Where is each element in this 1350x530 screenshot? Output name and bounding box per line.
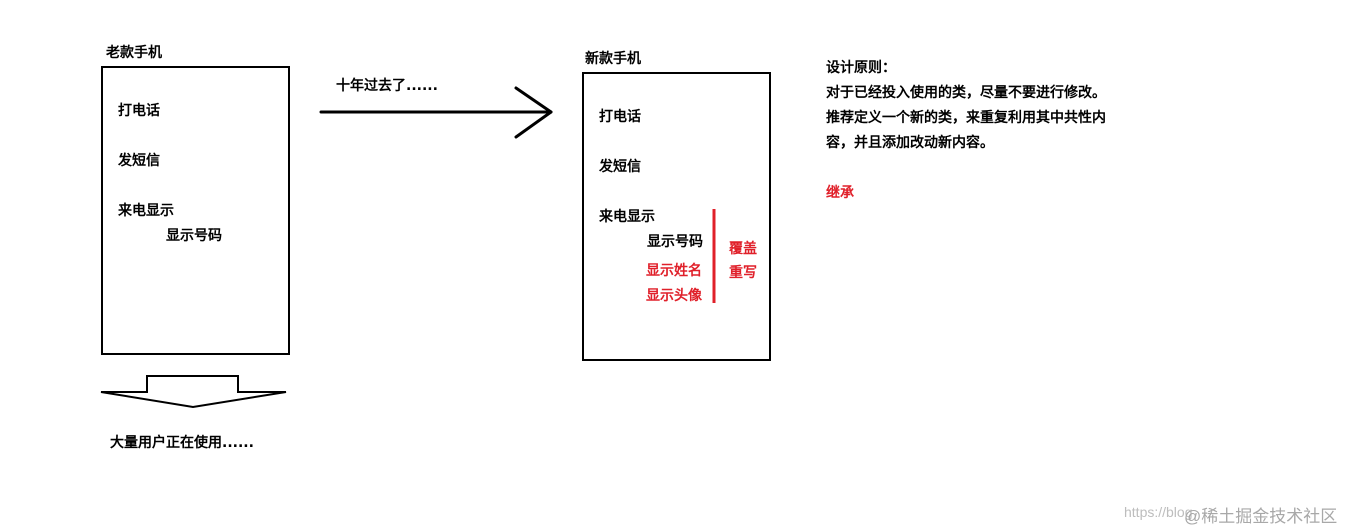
old-phone-feature-call: 打电话: [118, 103, 160, 119]
design-principle-line-3: 容，并且添加改动新内容。: [826, 135, 994, 151]
inheritance-keyword: 继承: [826, 185, 854, 201]
override-label-cover: 覆盖: [729, 241, 757, 257]
down-arrow: [100, 375, 287, 409]
old-phone-caption: 大量用户正在使用......: [110, 435, 254, 451]
new-phone-feature-sms: 发短信: [599, 159, 641, 175]
new-phone-title: 新款手机: [585, 51, 641, 67]
new-phone-sub-show-number: 显示号码: [647, 234, 703, 250]
design-principle: 设计原则： 对于已经投入使用的类，尽量不要进行修改。 推荐定义一个新的类，来重复…: [826, 56, 1146, 156]
design-principle-heading: 设计原则：: [826, 60, 896, 76]
override-label-rewrite: 重写: [729, 265, 757, 281]
design-principle-line-2: 推荐定义一个新的类，来重复利用其中共性内: [826, 110, 1106, 126]
old-phone-feature-sms: 发短信: [118, 153, 160, 169]
watermark-url: https://blog: [1124, 504, 1193, 520]
new-phone-sub-show-avatar: 显示头像: [646, 288, 702, 304]
old-phone-feature-caller-id: 来电显示: [118, 203, 174, 219]
old-phone-title: 老款手机: [106, 45, 162, 61]
right-arrow: [319, 86, 553, 139]
old-phone-box: [101, 66, 290, 355]
new-phone-sub-show-name: 显示姓名: [646, 263, 702, 279]
transition-label: 十年过去了......: [336, 78, 438, 94]
old-phone-sub-show-number: 显示号码: [166, 228, 222, 244]
new-phone-feature-caller-id: 来电显示: [599, 209, 655, 225]
new-phone-feature-call: 打电话: [599, 109, 641, 125]
new-phone-box: [582, 72, 771, 361]
watermark-site: @稀土掘金技术社区: [1184, 507, 1338, 526]
design-principle-line-1: 对于已经投入使用的类，尽量不要进行修改。: [826, 85, 1106, 101]
